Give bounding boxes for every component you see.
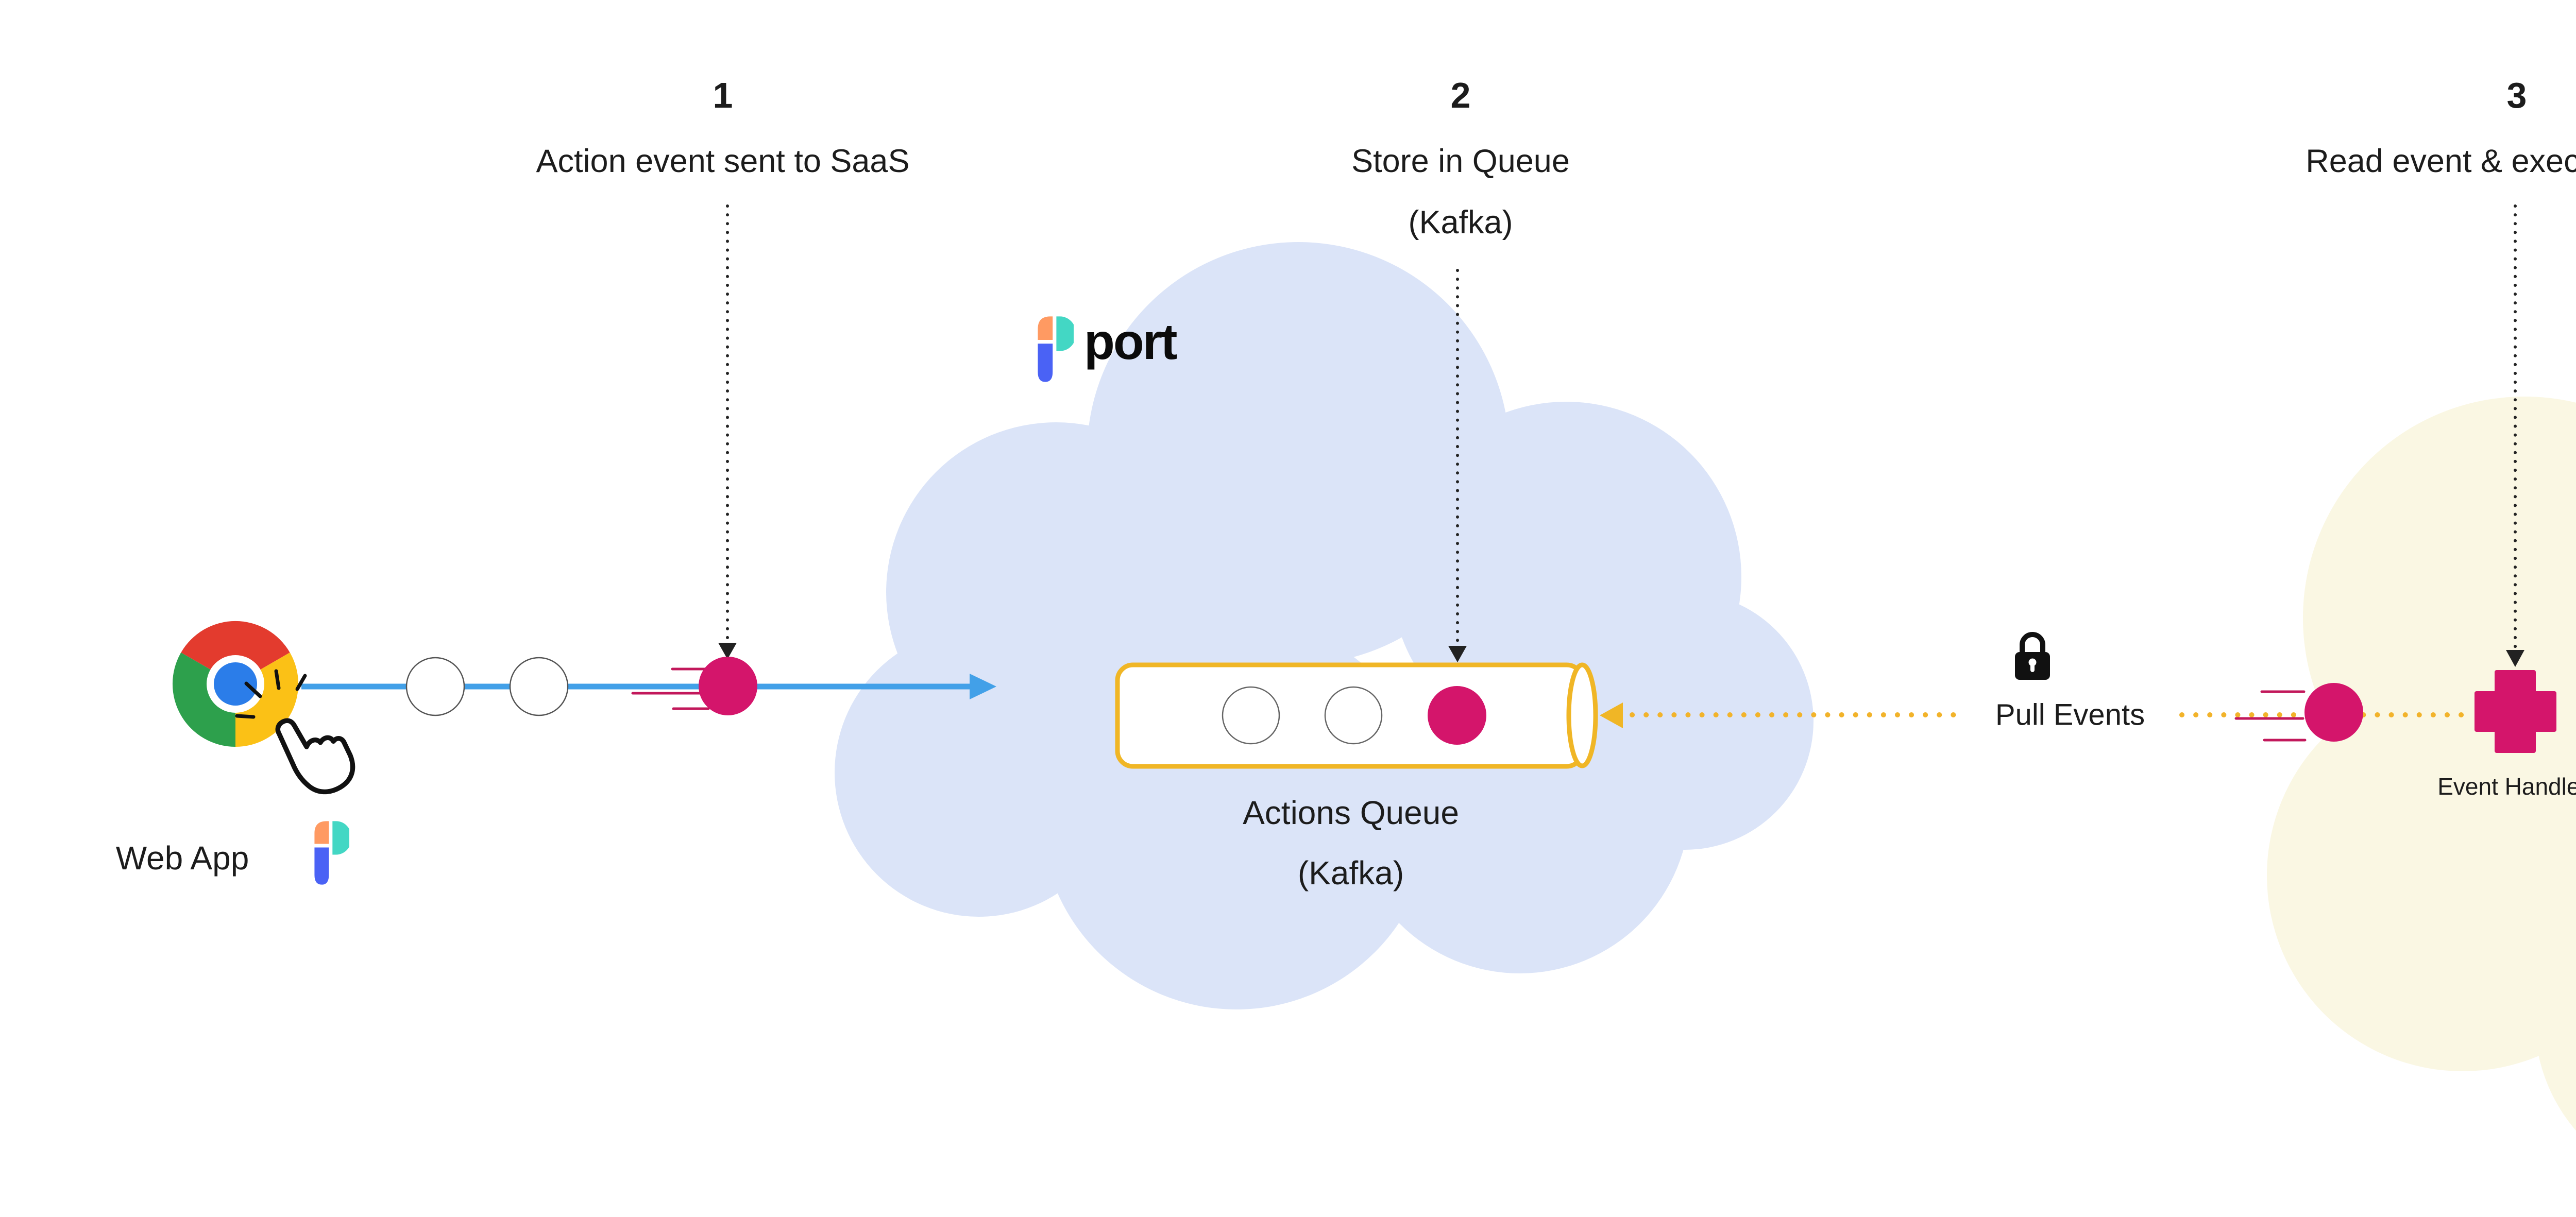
saas-cloud (835, 242, 1814, 1009)
actions-queue-cylinder (1115, 662, 1598, 769)
lock-icon (2015, 632, 2050, 680)
event-dot-2 (2234, 690, 2307, 742)
queue-item-event (1428, 686, 1486, 745)
web-to-cloud-line (301, 657, 996, 716)
step-2-subtitle: (Kafka) (1408, 204, 1513, 241)
queue-item-empty-2 (1324, 686, 1383, 745)
web-app-label: Web App (115, 839, 249, 877)
step-arrows (718, 204, 2524, 667)
port-logo-lockup: port (1037, 313, 1177, 383)
pull-events-label: Pull Events (1982, 696, 2158, 733)
queue-slot-empty-2 (509, 657, 569, 716)
event-handler-cross (2475, 670, 2556, 753)
step-2-title: Store in Queue (1351, 143, 1570, 179)
event-handler-label: Event Handler (2437, 773, 2576, 800)
pull-events-line (1600, 683, 2470, 742)
step-1-title: Action event sent to SaaS (536, 143, 910, 179)
step-1-number: 1 (713, 75, 733, 115)
click-hand-icon (235, 669, 355, 795)
actions-queue-label: Actions Queue (1243, 794, 1459, 831)
step-3-title: Read event & execute runner (2306, 143, 2576, 179)
port-logo-icon-small (314, 821, 349, 885)
step-3-number: 3 (2506, 75, 2527, 115)
event-dot-1 (631, 667, 710, 710)
queue-slot-empty-1 (405, 657, 465, 716)
actions-queue-sublabel: (Kafka) (1297, 854, 1404, 892)
step-2-number: 2 (1450, 75, 1471, 115)
port-wordmark: port (1084, 313, 1177, 370)
queue-item-empty-1 (1222, 686, 1280, 745)
port-logo-icon (1038, 316, 1074, 382)
